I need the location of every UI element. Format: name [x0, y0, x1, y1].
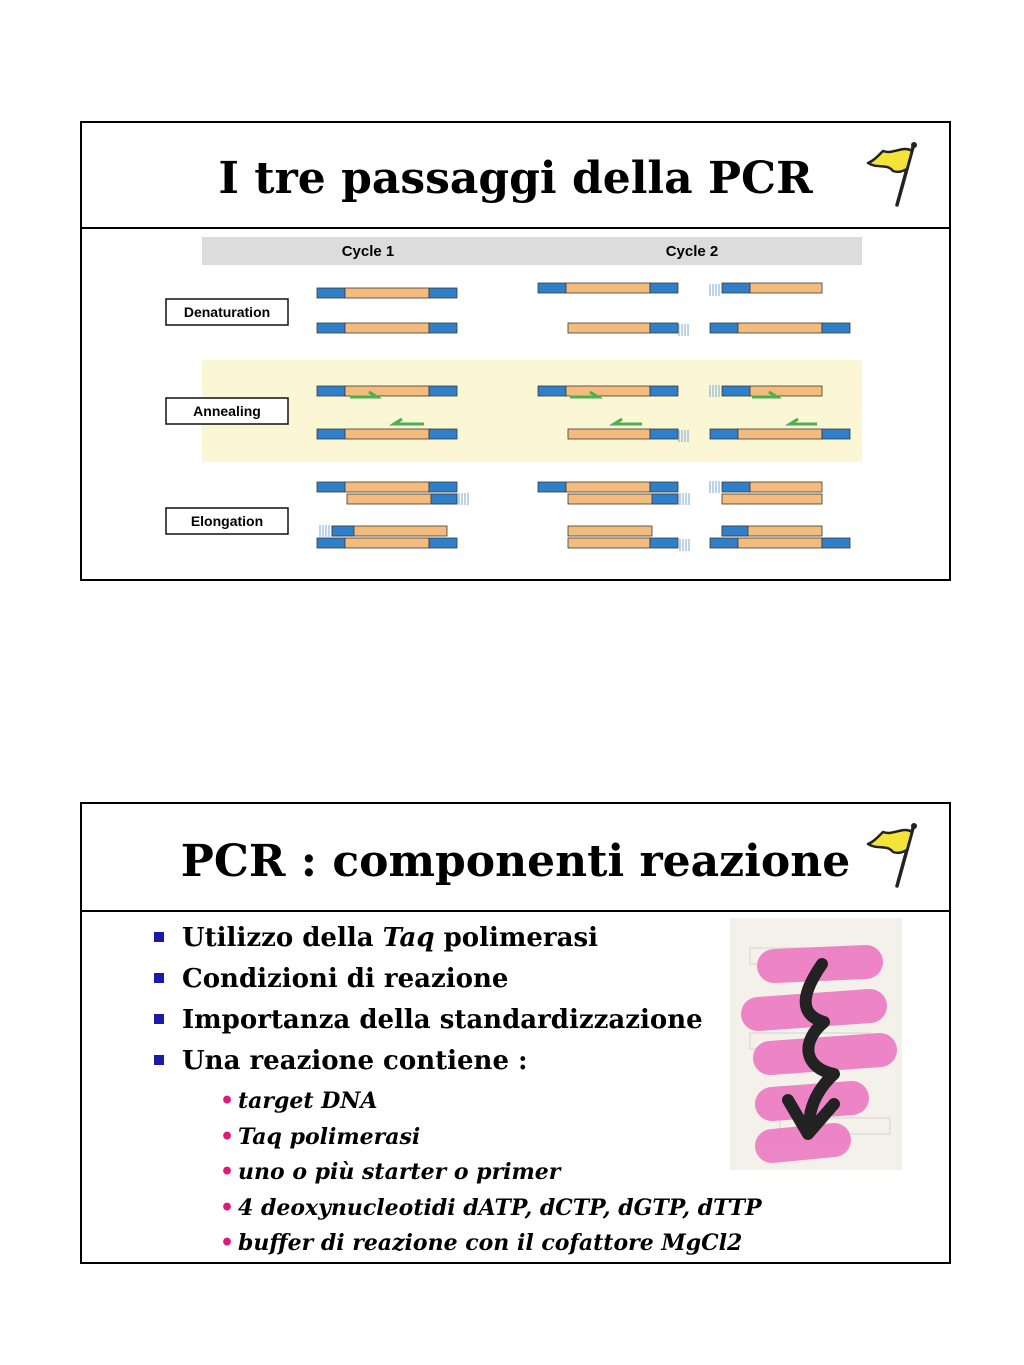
bullet-item: Utilizzo della Taq polimerasi: [152, 918, 703, 959]
primer-region: [649, 385, 679, 397]
primer-region: [428, 537, 458, 549]
primer-region: [649, 428, 679, 440]
primer-region: [316, 537, 346, 549]
step-label-annealing: Annealing: [193, 403, 261, 419]
cycle-1-label: Cycle 1: [342, 243, 395, 260]
primer: [350, 390, 383, 399]
template-strand: [567, 322, 651, 334]
primer: [784, 417, 817, 426]
primer-region: [709, 537, 739, 549]
pcr-cycle-diagram: Cycle 1 Cycle 2 Denaturation Annealing E…: [165, 237, 862, 551]
sub-bullet-item: •buffer di reazione con il cofattore MgC…: [220, 1230, 743, 1256]
primer-region: [821, 322, 851, 334]
extended-strand: [567, 525, 653, 537]
template-strand: [749, 481, 823, 493]
dna-strands: [316, 282, 851, 551]
template-strand: [565, 481, 651, 493]
primer: [608, 417, 642, 426]
template-strand: [344, 481, 430, 493]
extended-strand: [721, 493, 823, 505]
primer-region: [316, 385, 346, 397]
primer-region: [721, 385, 751, 397]
slide-pcr-steps: I tre passaggi della PCR Cycle 1 Cycle 2…: [80, 121, 951, 581]
primer-region: [709, 428, 739, 440]
primer: [752, 390, 783, 399]
primer-region: [721, 481, 751, 493]
template-strand: [565, 282, 651, 294]
bullet-square-icon: [154, 1055, 164, 1065]
squiggle-arrow-icon: [730, 918, 902, 1170]
template-strand: [737, 428, 823, 440]
primer-region: [537, 481, 567, 493]
template-strand: [737, 537, 823, 549]
primer-region: [821, 428, 851, 440]
sub-bullet-item: •4 deoxynucleotidi dATP, dCTP, dGTP, dTT…: [220, 1194, 762, 1221]
template-strand: [567, 428, 651, 440]
primer: [570, 390, 604, 399]
sub-bullet-item: •Taq polimerasi: [220, 1123, 421, 1150]
annealing-band: [202, 360, 862, 462]
step-box-denaturation: [165, 298, 289, 326]
bullet-item: Importanza della standardizzazione: [152, 1000, 703, 1041]
slide-title-bar: I tre passaggi della PCR: [82, 123, 949, 229]
template-strand: [344, 428, 430, 440]
primer-region: [721, 525, 749, 537]
step-box-elongation: [165, 507, 289, 535]
sub-bullet-list: •target DNA •Taq polimerasi •uno o più s…: [220, 1084, 762, 1262]
step-box-annealing: [165, 397, 289, 425]
template-strand: [344, 287, 430, 299]
primer-region: [331, 525, 355, 537]
primer-region: [649, 282, 679, 294]
primer-region: [428, 287, 458, 299]
primer-region: [428, 322, 458, 334]
template-strand: [344, 322, 430, 334]
primer-region: [709, 322, 739, 334]
template-strand: [737, 322, 823, 334]
primer-region: [649, 537, 679, 549]
primer: [388, 417, 424, 426]
flag-icon: [866, 142, 917, 207]
primer-region: [651, 493, 679, 505]
bullet-square-icon: [154, 973, 164, 983]
primer-region: [537, 282, 567, 294]
sub-bullet-item: •target DNA: [220, 1088, 378, 1114]
template-strand: [344, 385, 430, 397]
bullet-item: Una reazione contiene :: [152, 1041, 703, 1082]
primer-region: [430, 493, 458, 505]
flag-icon: [866, 823, 917, 888]
template-strand: [344, 537, 430, 549]
slide-pcr-components: PCR : componenti reazione Utilizzo della…: [80, 802, 951, 1264]
primer-region: [428, 428, 458, 440]
primer-region: [316, 428, 346, 440]
slide-title: PCR : componenti reazione: [180, 836, 851, 887]
template-strand: [749, 282, 823, 294]
primer-region: [428, 385, 458, 397]
template-strand: [567, 537, 651, 549]
primer-region: [649, 322, 679, 334]
step-label-denaturation: Denaturation: [184, 304, 270, 320]
step-label-elongation: Elongation: [191, 513, 263, 529]
primer-region: [537, 385, 567, 397]
slide-title: I tre passaggi della PCR: [218, 153, 813, 204]
cycle-2-label: Cycle 2: [666, 243, 719, 260]
template-strand: [565, 385, 651, 397]
bullet-item: Condizioni di reazione: [152, 959, 703, 1000]
primer-region: [316, 322, 346, 334]
sub-bullet-item: •uno o più starter o primer: [220, 1159, 561, 1185]
primer-region: [821, 537, 851, 549]
primer-region: [721, 282, 751, 294]
slide-title-bar: PCR : componenti reazione: [82, 804, 949, 912]
bullet-square-icon: [154, 932, 164, 942]
primer-region: [649, 481, 679, 493]
primer-region: [428, 481, 458, 493]
bullet-square-icon: [154, 1014, 164, 1024]
template-strand: [749, 385, 823, 397]
primer-region: [316, 481, 346, 493]
primer-region: [316, 287, 346, 299]
bullet-list: Utilizzo della Taq polimerasi Condizioni…: [152, 918, 703, 1082]
